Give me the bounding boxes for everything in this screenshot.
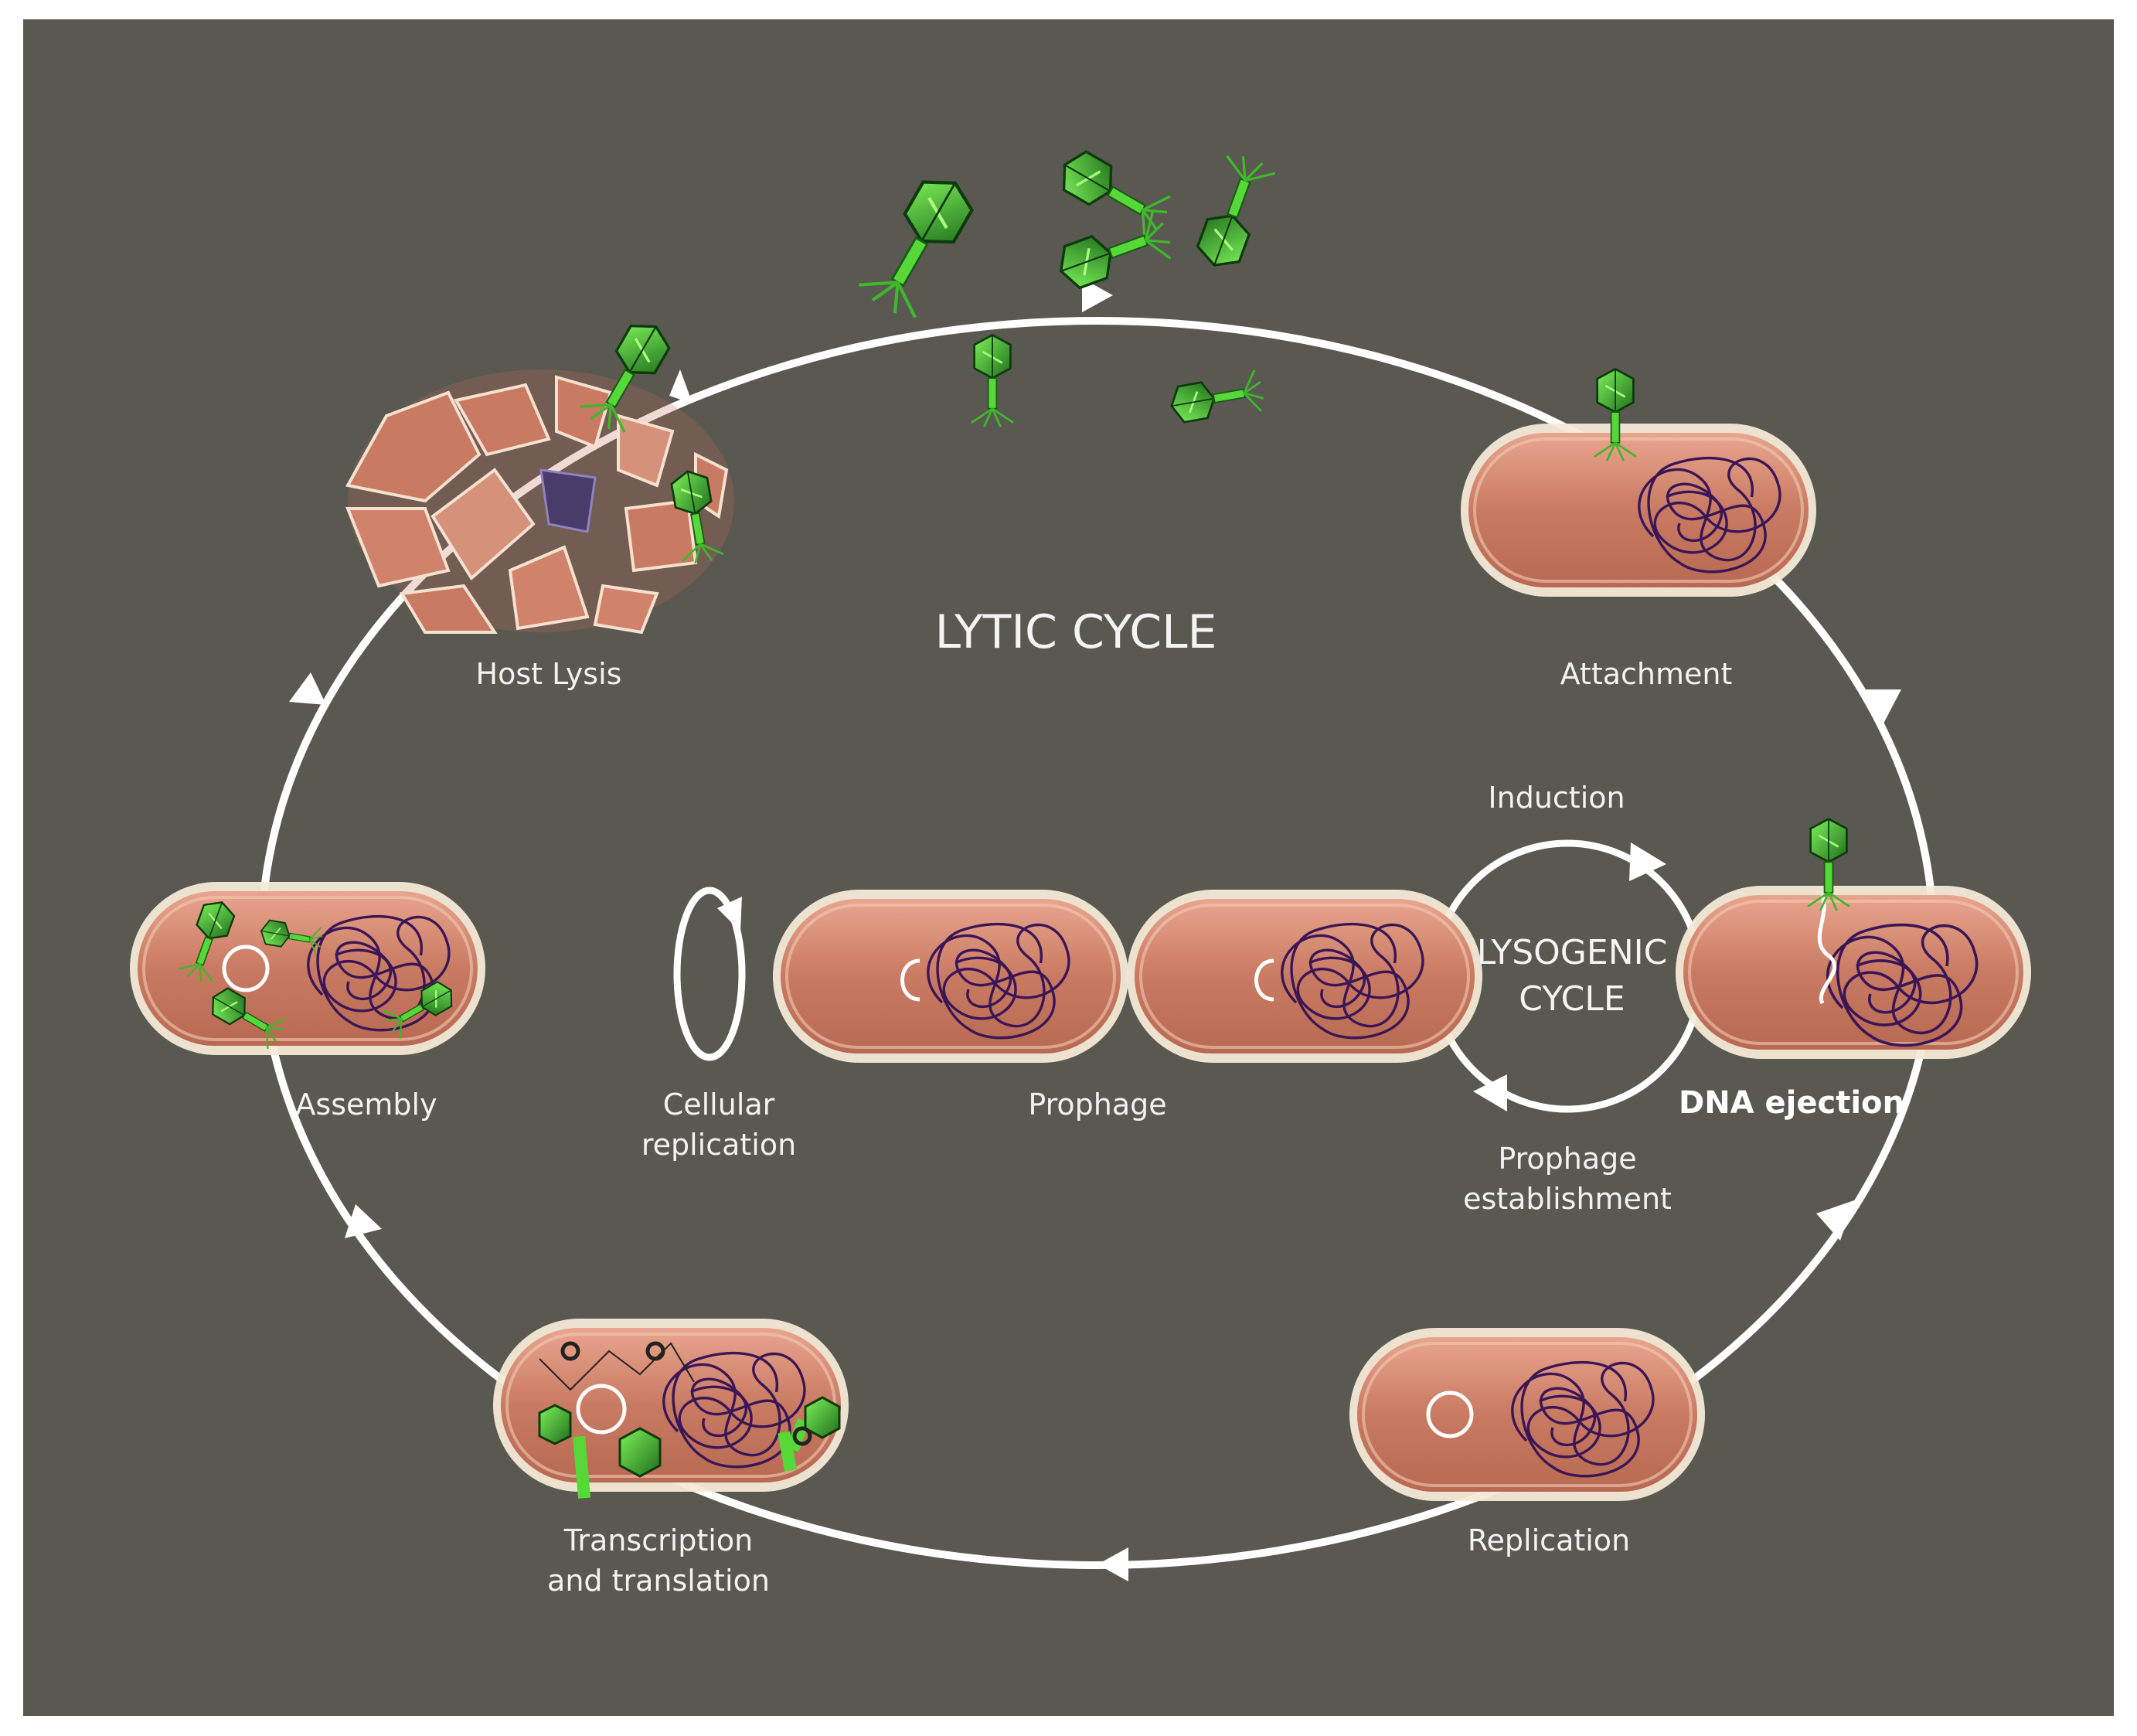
attachment-label: Attachment bbox=[1560, 657, 1733, 691]
lysogenic-cycle-label: CYCLE bbox=[1519, 979, 1625, 1019]
phage-dna-circle bbox=[576, 1384, 627, 1435]
cellular-replication-label: Cellular bbox=[663, 1088, 775, 1122]
cellular-replication-label: replication bbox=[641, 1128, 796, 1162]
arrow-icon bbox=[1473, 1074, 1507, 1111]
arrow-icon bbox=[717, 897, 742, 931]
arrow-icon bbox=[1629, 842, 1666, 881]
assembly-cell bbox=[128, 880, 487, 1057]
attachment-cell bbox=[1459, 422, 1818, 598]
lytic-cycle-arrows bbox=[289, 278, 1901, 1581]
background bbox=[23, 19, 2114, 1716]
replication-label: Replication bbox=[1468, 1523, 1630, 1557]
host-lysis-cell bbox=[345, 369, 734, 635]
arrow-icon bbox=[1097, 1547, 1128, 1581]
induction-label: Induction bbox=[1488, 781, 1625, 815]
prophage-cell-left bbox=[771, 888, 1130, 1064]
transcription-label: and translation bbox=[547, 1564, 770, 1598]
cellular-replication-loop bbox=[673, 887, 746, 1061]
dna-ejection-label: DNA ejection bbox=[1679, 1085, 1904, 1121]
arrow-icon bbox=[1082, 278, 1113, 312]
transcription-label: Transcription bbox=[563, 1523, 753, 1557]
arrow-icon bbox=[1863, 689, 1901, 725]
replication-cell bbox=[1348, 1326, 1707, 1503]
prophage-establishment-label: Prophage bbox=[1498, 1142, 1636, 1176]
prophage-cell-right bbox=[1125, 888, 1484, 1064]
lytic-cycle-title: LYTIC CYCLE bbox=[935, 605, 1217, 659]
arrow-icon bbox=[1816, 1200, 1854, 1241]
host-lysis-label: Host Lysis bbox=[476, 657, 622, 691]
arrow-icon bbox=[289, 672, 326, 705]
phage-dna-circle bbox=[222, 945, 270, 992]
phage-dna-circle bbox=[1426, 1391, 1474, 1438]
prophage-establishment-label: establishment bbox=[1463, 1182, 1672, 1216]
arrow-icon bbox=[669, 369, 692, 403]
dna-ejection-cell bbox=[1674, 884, 2033, 1060]
assembly-label: Assembly bbox=[295, 1088, 437, 1122]
prophage-label: Prophage bbox=[1028, 1088, 1166, 1122]
transcription-cell bbox=[492, 1317, 850, 1499]
arrow-icon bbox=[345, 1204, 382, 1238]
lysogenic-cycle-label: LYSOGENIC bbox=[1477, 933, 1668, 972]
